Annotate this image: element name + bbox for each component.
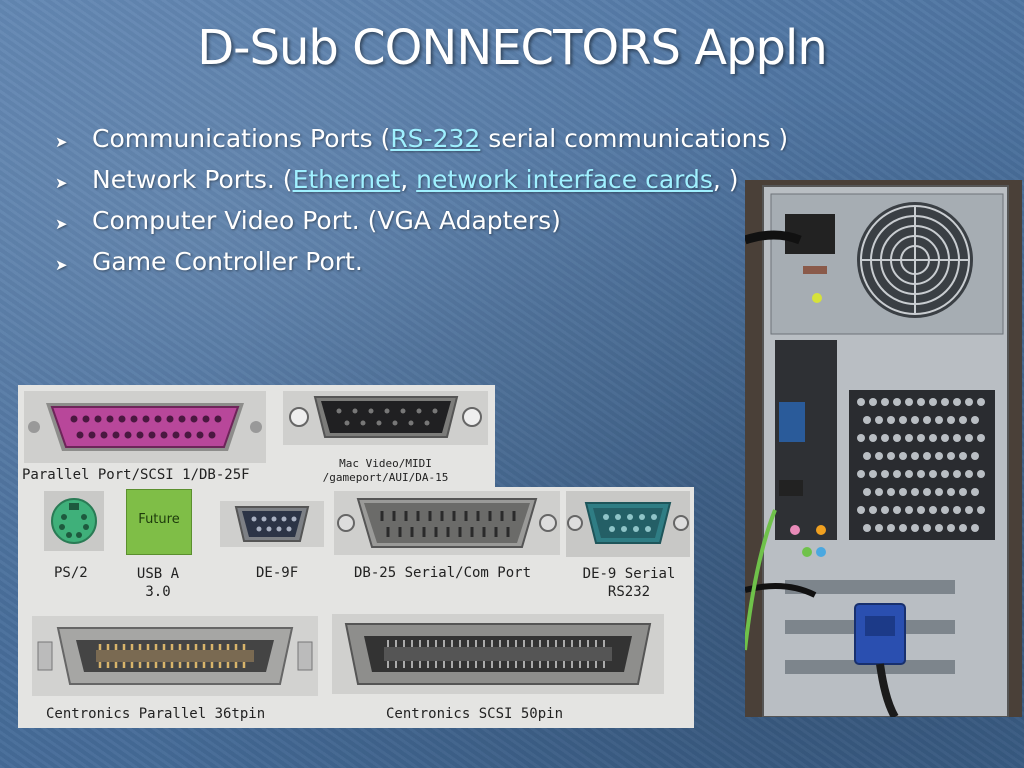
connector-label: USB A 3.0 <box>120 565 196 601</box>
bullet-text: serial communications ) <box>480 124 789 153</box>
connector-label: PS/2 <box>54 565 88 581</box>
de9-serial-image <box>566 491 690 557</box>
bullet-item: ➤ Network Ports. (Ethernet, network inte… <box>50 165 788 206</box>
connector-label: Centronics SCSI 50pin <box>386 706 564 722</box>
ethernet-link[interactable]: Ethernet <box>292 165 401 194</box>
pc-tower-rear-image <box>745 180 1022 717</box>
bullet-item: ➤ Computer Video Port. (VGA Adapters) <box>50 206 788 247</box>
connector-panel-top: Parallel Port/SCSI 1/DB-25F Mac Video/MI… <box>18 385 495 490</box>
usb-a-3-placeholder: Future <box>126 489 192 555</box>
connector-label: Parallel Port/SCSI 1/DB-25F <box>22 467 250 483</box>
bullet-item: ➤ Game Controller Port. <box>50 247 788 288</box>
label-line: /gameport/AUI/DA-15 <box>322 471 449 484</box>
bullet-text: , ) <box>712 165 739 194</box>
ps2-port-image <box>44 491 104 551</box>
centronics-50-image <box>332 614 664 694</box>
bullet-text: Network Ports. ( <box>92 165 293 194</box>
arrow-bullet-icon: ➤ <box>55 256 68 274</box>
bullet-text: Communications Ports ( <box>92 124 391 153</box>
de9f-connector-image <box>220 501 324 547</box>
db25-serial-image <box>334 491 560 555</box>
future-badge: Future <box>138 512 180 527</box>
connector-panel-bottom: Centronics Parallel 36tpin Centronics SC… <box>18 610 694 728</box>
bullet-list: ➤ Communications Ports (RS-232 serial co… <box>50 124 788 288</box>
connector-label: DE-9F <box>256 565 299 581</box>
connector-panel-middle: PS/2 Future USB A 3.0 DE-9F DB-25 Serial… <box>18 487 694 612</box>
nic-link[interactable]: network interface cards <box>416 165 713 194</box>
label-line: 3.0 <box>145 584 171 600</box>
arrow-bullet-icon: ➤ <box>55 133 68 151</box>
arrow-bullet-icon: ➤ <box>55 174 68 192</box>
bullet-text: Computer Video Port. (VGA Adapters) <box>92 206 561 235</box>
connector-label: Centronics Parallel 36tpin <box>46 706 266 722</box>
label-line: USB A <box>136 566 180 582</box>
slide-title: D-Sub CONNECTORS Appln <box>197 20 828 76</box>
connector-label: Mac Video/MIDI /gameport/AUI/DA-15 <box>308 457 463 485</box>
label-line: Mac Video/MIDI <box>339 457 432 470</box>
connector-label: DE-9 Serial RS232 <box>574 565 684 601</box>
bullet-text: Game Controller Port. <box>92 247 363 276</box>
centronics-36-image <box>32 616 318 696</box>
rs232-link[interactable]: RS-232 <box>390 124 481 153</box>
connector-label: DB-25 Serial/Com Port <box>354 565 532 581</box>
label-line: DE-9 Serial <box>582 566 676 582</box>
bullet-item: ➤ Communications Ports (RS-232 serial co… <box>50 124 788 165</box>
label-line: RS232 <box>607 584 651 600</box>
da15-connector-image <box>283 391 488 445</box>
db25-parallel-image <box>24 391 266 463</box>
bullet-text: , <box>400 165 417 194</box>
arrow-bullet-icon: ➤ <box>55 215 68 233</box>
